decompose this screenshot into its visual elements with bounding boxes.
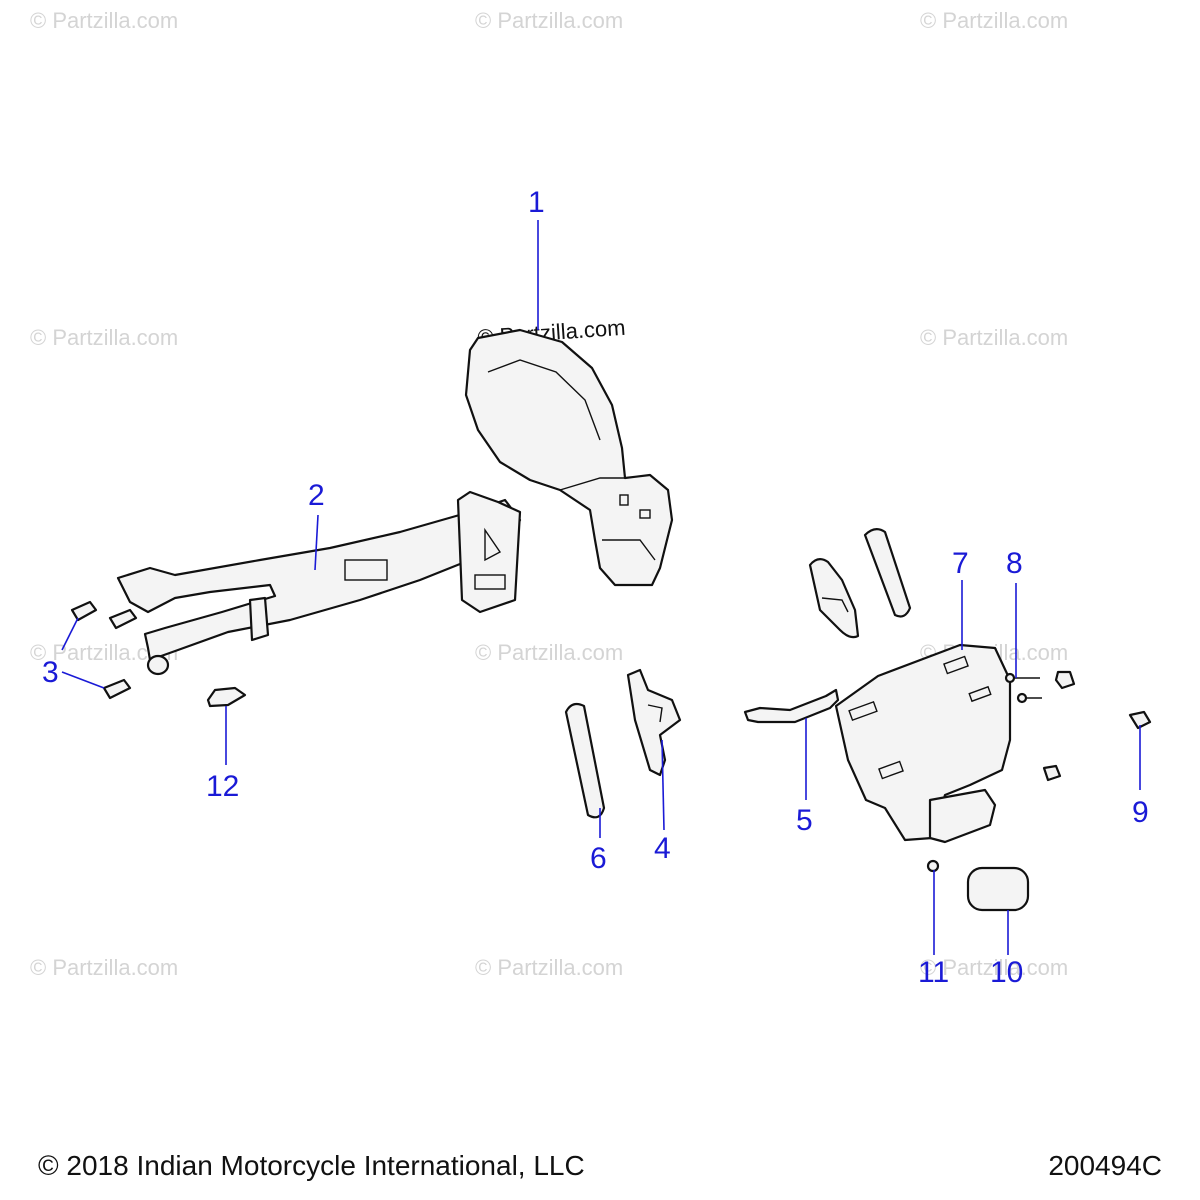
- watermark: © Partzilla.com: [30, 955, 178, 980]
- copyright-notice: © 2018 Indian Motorcycle International, …: [38, 1150, 585, 1181]
- callout-3: 3: [42, 656, 59, 689]
- watermark: © Partzilla.com: [920, 8, 1068, 33]
- callout-8: 8: [1006, 547, 1023, 580]
- part-4-bracket: [626, 668, 682, 777]
- part-2-rear-frame: [116, 490, 522, 676]
- callouts: 1 2 3 4 5 6 7 8 9 10 11 12: [42, 186, 1149, 989]
- part-11-nut: [926, 859, 940, 873]
- part-10-reflector: [966, 866, 1030, 912]
- part-3-bolts: [70, 600, 138, 700]
- callout-11: 11: [918, 956, 949, 989]
- part-12-clip: [206, 686, 247, 708]
- leader-lines: [61, 220, 1141, 955]
- callout-7: 7: [952, 547, 969, 580]
- callout-2: 2: [308, 479, 325, 512]
- callout-6: 6: [590, 842, 607, 875]
- part-9-nut: [1128, 710, 1152, 730]
- drawing-number: 200494C: [1048, 1150, 1162, 1181]
- watermark: © Partzilla.com: [920, 325, 1068, 350]
- watermark: © Partzilla.com: [475, 955, 623, 980]
- part-7-license-bracket: [834, 643, 1012, 844]
- callout-12: 12: [206, 770, 239, 803]
- upper-reflector-set: [808, 528, 912, 639]
- watermark: © Partzilla.com: [475, 640, 623, 665]
- part-5-strap: [743, 688, 840, 724]
- callout-5: 5: [796, 804, 813, 837]
- watermark: © Partzilla.com: [475, 8, 623, 33]
- watermark: © Partzilla.com: [30, 8, 178, 33]
- callout-1: 1: [528, 186, 545, 219]
- callout-9: 9: [1132, 796, 1149, 829]
- callout-4: 4: [654, 832, 671, 865]
- part-6-reflector: [564, 702, 606, 819]
- watermark: © Partzilla.com: [920, 955, 1068, 980]
- watermark: © Partzilla.com: [30, 325, 178, 350]
- callout-10: 10: [990, 956, 1023, 989]
- part-8-screws: [1004, 670, 1076, 782]
- part-1-rear-fender: [464, 328, 674, 587]
